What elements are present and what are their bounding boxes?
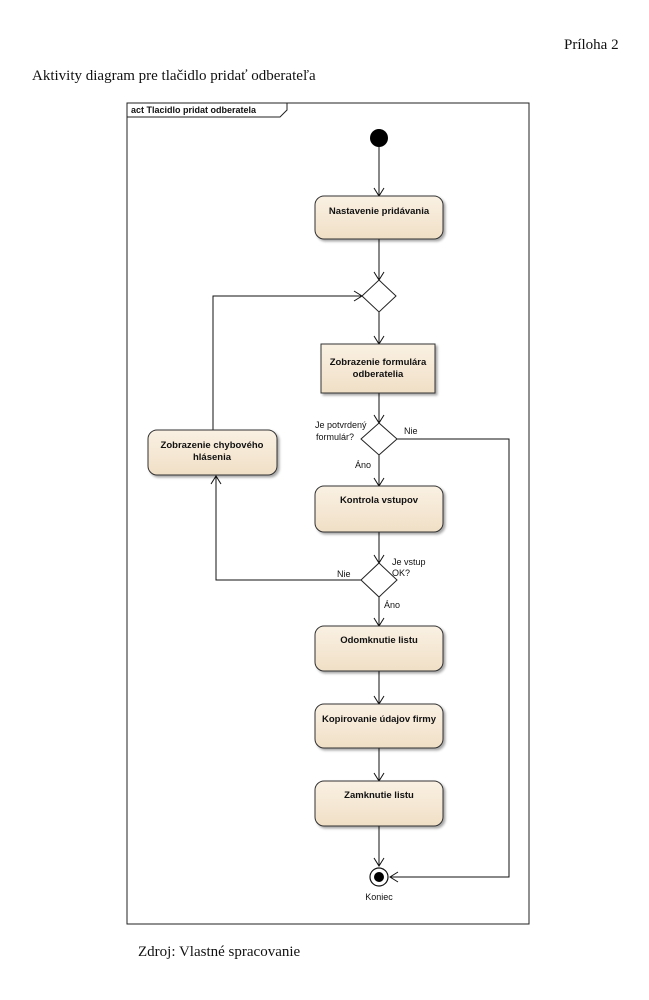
action-check-input [314, 485, 444, 533]
action-error-label-2: hlásenia [193, 452, 232, 463]
action-unlock-sheet-label: Odomknutie listu [340, 635, 418, 646]
action-show-form-label-2: odberatelia [353, 369, 404, 380]
source-note: Zdroj: Vlastné spracovanie [138, 944, 301, 960]
action-copy-data [314, 703, 444, 749]
action-error-label-1: Zobrazenie chybového [161, 440, 264, 451]
edge-arrowhead [389, 871, 399, 883]
merge-node [361, 279, 397, 313]
action-show-form [320, 343, 436, 394]
action-check-input-label: Kontrola vstupov [340, 495, 419, 506]
page-heading: Aktivity diagram pre tlačidlo pridať odb… [32, 68, 316, 84]
decision-confirmed-label-2: formulár? [316, 432, 354, 442]
edge-arrowhead [210, 475, 222, 485]
edge-decision2-no-error [215, 476, 361, 581]
action-error [147, 429, 278, 476]
edges [210, 147, 510, 883]
start-node [370, 129, 388, 147]
action-setup [314, 195, 444, 240]
action-unlock-sheet [314, 625, 444, 672]
end-node-inner [374, 872, 384, 882]
page-label: Príloha 2 [564, 37, 619, 53]
action-show-form-label-1: Zobrazenie formulára [330, 357, 427, 368]
decision-input-ok-label-1: Je vstup [392, 557, 426, 567]
diagram-frame [126, 102, 530, 925]
action-copy-data-label: Kopirovanie údajov firmy [322, 714, 437, 725]
decision-input-ok-label-2: OK? [392, 568, 410, 578]
edge-decision-no-end [390, 438, 510, 878]
decision-confirmed [360, 422, 398, 456]
guard-no-2: Nie [337, 569, 351, 579]
action-lock-sheet-label: Zamknutie listu [344, 790, 414, 801]
guard-yes-2: Áno [384, 600, 400, 610]
end-node-label: Koniec [365, 892, 393, 902]
edge-error-merge [212, 295, 362, 430]
decision-input-ok [360, 562, 398, 598]
decision-confirmed-label-1: Je potvrdený [315, 420, 367, 430]
frame-title: act Tlacidlo pridat odberatela [131, 105, 257, 115]
guard-no-1: Nie [404, 426, 418, 436]
edge-arrowhead [373, 857, 385, 867]
action-lock-sheet [314, 780, 444, 827]
guard-yes-1: Áno [355, 460, 371, 470]
frame-title-tab [126, 102, 288, 118]
action-setup-label: Nastavenie pridávania [329, 206, 430, 217]
